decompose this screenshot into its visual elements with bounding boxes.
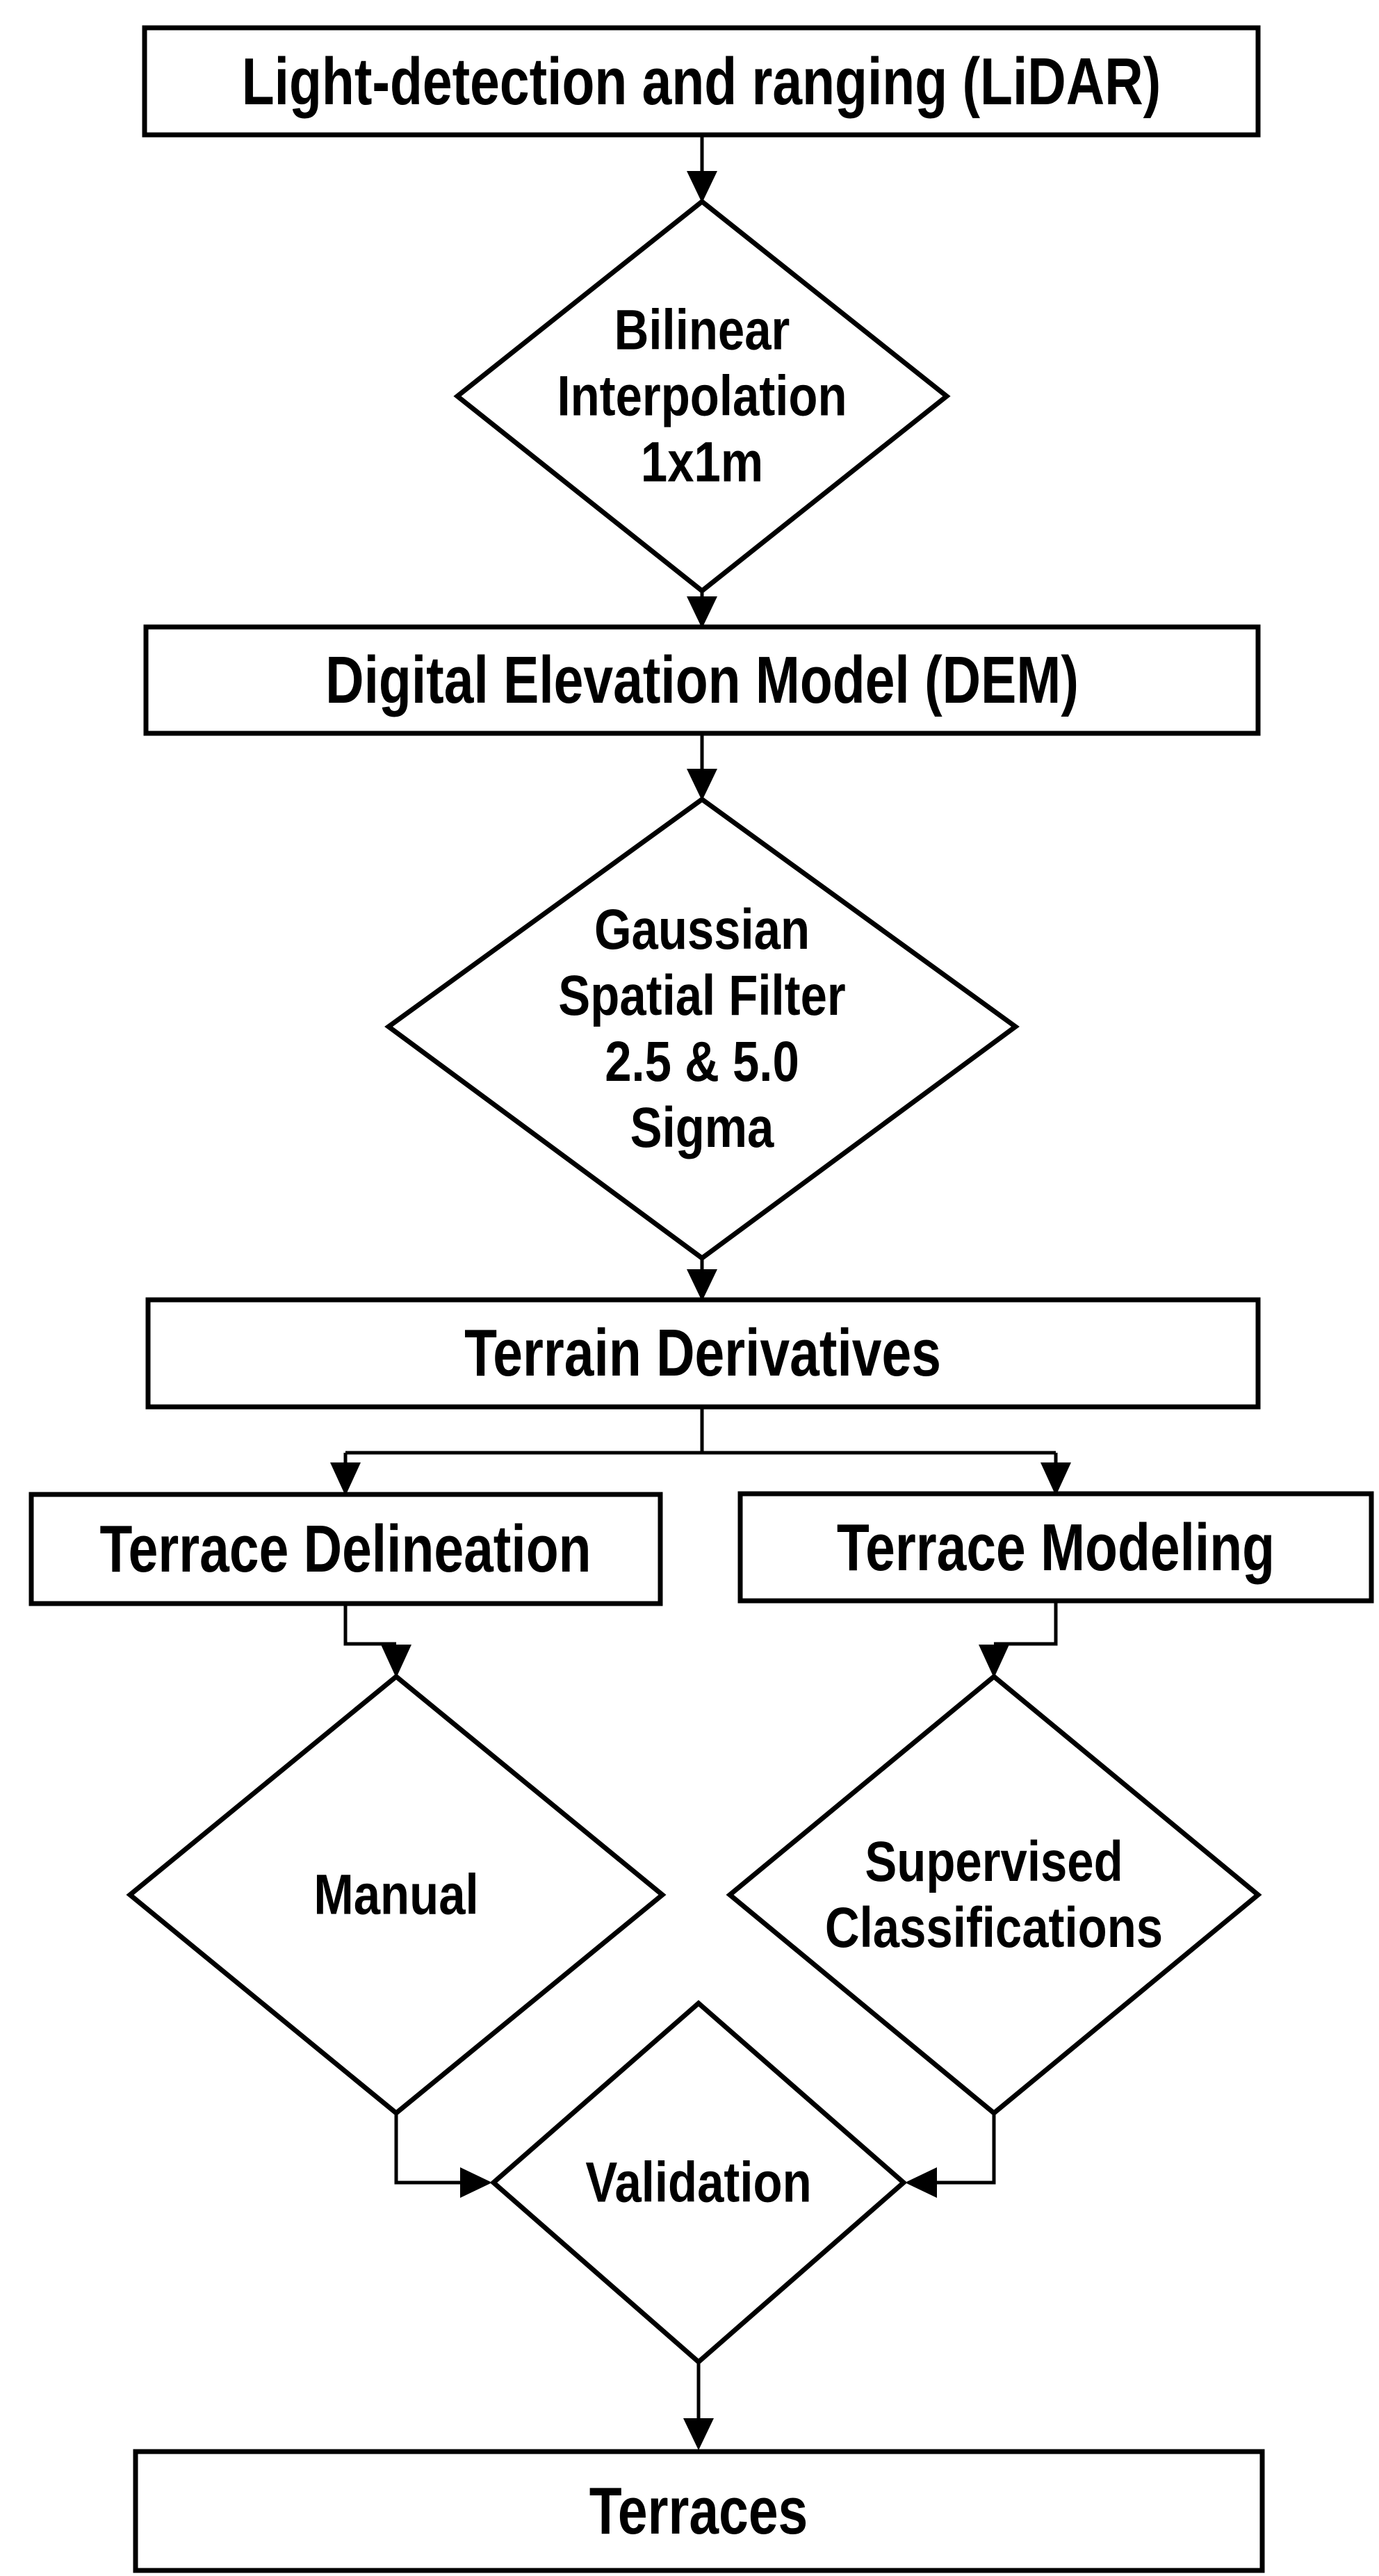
supervised-line-2: Classifications: [824, 1896, 1164, 1959]
bilinear-interpolation-label: Bilinear Interpolation 1x1m: [557, 297, 847, 496]
dem-box: [143, 624, 1261, 736]
terraces-box: [133, 2449, 1265, 2573]
arrowhead-down-icon: [330, 1462, 361, 1496]
bilinear-line-3: 1x1m: [640, 430, 764, 494]
arrowhead-down-icon: [687, 1269, 717, 1301]
arrowhead-down-icon: [687, 769, 717, 801]
terrace-delineation-box: [28, 1492, 663, 1606]
manual-label: Manual: [313, 1863, 479, 1927]
bilinear-line-1: Bilinear: [614, 298, 790, 362]
gaussian-line-1: Gaussian: [594, 898, 810, 961]
terraces-label: Terraces: [589, 2474, 808, 2548]
bilinear-line-2: Interpolation: [557, 364, 847, 428]
terrain-derivatives-label: Terrain Derivatives: [464, 1316, 941, 1390]
arrowhead-down-icon: [979, 1645, 1009, 1678]
branch-terrain-to-terrace-boxes: [343, 1407, 1058, 1464]
arrowhead-down-icon: [381, 1645, 411, 1678]
supervised-classifications-label: Supervised Classifications: [825, 1829, 1163, 1961]
validation-label: Validation: [585, 2151, 812, 2215]
dem-label: Digital Elevation Model (DEM): [325, 643, 1079, 717]
arrow-manual-to-validation: [394, 2113, 462, 2185]
terrace-modeling-label: Terrace Modeling: [836, 1510, 1275, 1585]
gaussian-line-4: Sigma: [630, 1096, 774, 1159]
arrowhead-down-icon: [1041, 1462, 1071, 1496]
arrow-delineation-to-manual: [343, 1604, 396, 1646]
lidar-label: Light-detection and ranging (LiDAR): [241, 44, 1161, 119]
supervised-line-1: Supervised: [865, 1830, 1123, 1893]
arrow-modeling-to-supervised: [994, 1601, 1058, 1646]
arrowhead-down-icon: [683, 2418, 714, 2450]
arrowhead-down-icon: [687, 596, 717, 628]
gaussian-filter-label: Gaussian Spatial Filter 2.5 & 5.0 Sigma: [558, 897, 845, 1161]
gaussian-line-3: 2.5 & 5.0: [605, 1030, 799, 1093]
arrow-supervised-to-validation: [937, 2113, 996, 2185]
gaussian-line-2: Spatial Filter: [558, 964, 846, 1027]
lidar-box: [142, 25, 1261, 138]
arrowhead-right-icon: [460, 2167, 492, 2198]
arrowhead-down-icon: [687, 171, 717, 203]
arrowhead-left-icon: [905, 2167, 937, 2198]
terrace-delineation-label: Terrace Delineation: [99, 1512, 591, 1586]
